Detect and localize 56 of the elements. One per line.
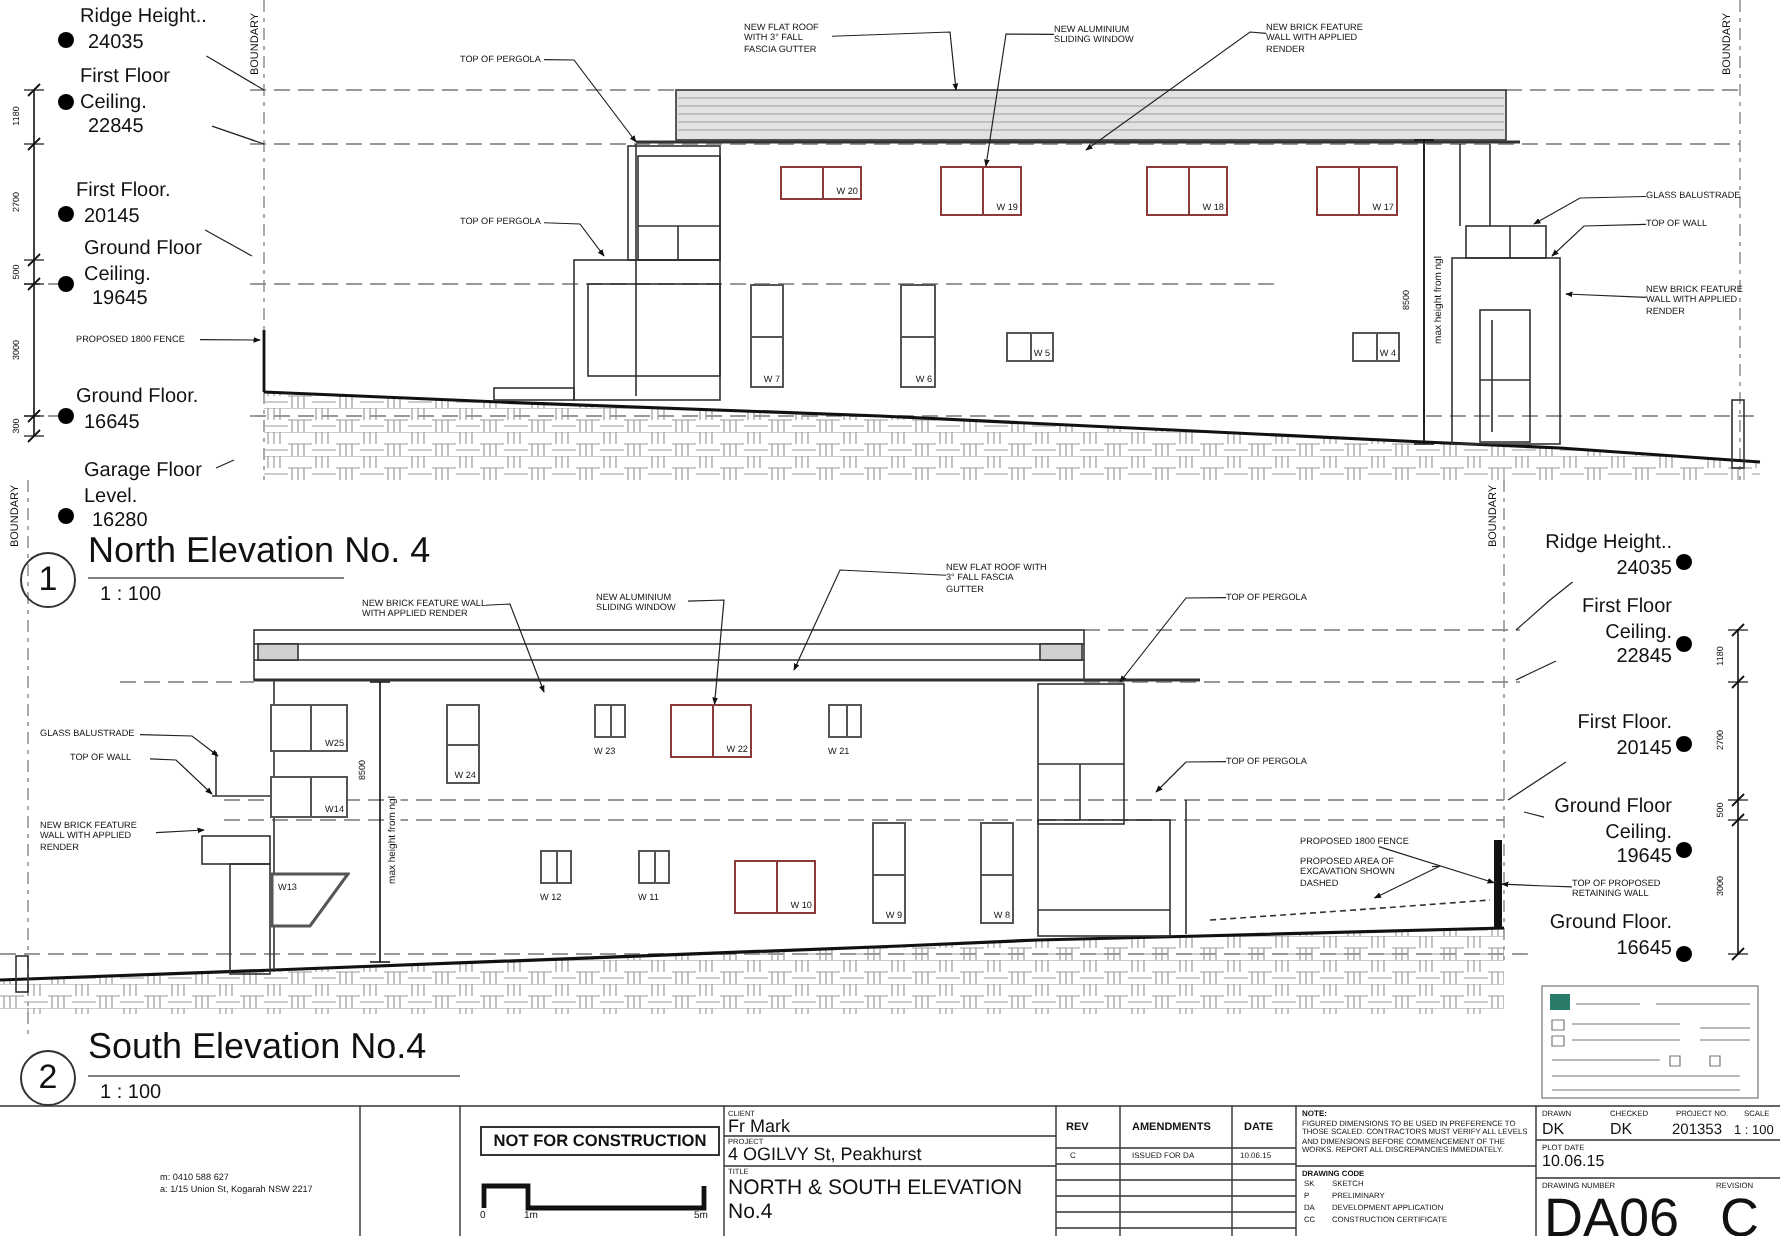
excavation-outline bbox=[1210, 898, 1490, 922]
leader-arrow bbox=[1119, 597, 1227, 683]
leader-arrow bbox=[793, 569, 947, 671]
leader-arrow bbox=[1085, 31, 1267, 151]
field-value: DK bbox=[1610, 1122, 1633, 1140]
leader-arrow bbox=[485, 603, 545, 693]
view-scale: 1 : 100 bbox=[100, 1082, 162, 1104]
leader-arrow bbox=[984, 33, 1055, 167]
field-value: 10.06.15 bbox=[1542, 1154, 1605, 1172]
leader-arrow bbox=[1533, 195, 1647, 225]
leader-line bbox=[1523, 811, 1545, 818]
level-tag: Ground Floor. 16645 bbox=[76, 386, 204, 436]
leader-line bbox=[205, 55, 265, 91]
fence-post bbox=[1494, 840, 1502, 928]
level-tag: Ground Floor Ceiling. 19645 bbox=[1544, 796, 1672, 871]
leader-line bbox=[1515, 581, 1574, 631]
leader-line bbox=[1515, 660, 1557, 681]
level-tag: First Floor. 20145 bbox=[76, 180, 244, 230]
leader-arrow bbox=[831, 31, 959, 91]
leader-arrow bbox=[687, 599, 725, 705]
drawing-number: DA06 bbox=[1544, 1190, 1680, 1236]
leader-arrow bbox=[155, 827, 205, 834]
leader-line bbox=[215, 459, 235, 469]
view-title: South Elevation No.4 bbox=[88, 1028, 427, 1068]
level-tag: Ridge Height.. 24035 bbox=[1536, 532, 1672, 582]
leader-arrow bbox=[543, 222, 605, 257]
level-tag: Ground Floor Ceiling. 19645 bbox=[84, 238, 220, 313]
level-tag: First Floor Ceiling. 22845 bbox=[1556, 596, 1672, 671]
leader-arrow bbox=[1373, 865, 1441, 899]
leader-arrow bbox=[1155, 761, 1227, 793]
field-value: NORTH & SOUTH ELEVATION No.4 bbox=[728, 1178, 1025, 1225]
revision-letter: C bbox=[1720, 1190, 1759, 1236]
leader-line bbox=[1507, 761, 1567, 801]
leader-arrow bbox=[1501, 881, 1573, 888]
field-value: 4 OGILVY St, Peakhurst bbox=[728, 1146, 922, 1166]
leader-arrow bbox=[149, 758, 213, 795]
level-tag: Ridge Height.. 24035 bbox=[80, 6, 248, 56]
view-number-circle: 2 bbox=[20, 1050, 76, 1106]
field-value: DK bbox=[1542, 1122, 1565, 1140]
view-title: North Elevation No. 4 bbox=[88, 532, 431, 572]
view-number-circle: 1 bbox=[20, 552, 76, 608]
level-tag: Garage Floor Level. 16280 bbox=[84, 460, 216, 535]
leader-arrow bbox=[543, 59, 637, 143]
level-tag: First Floor Ceiling. 22845 bbox=[80, 66, 212, 141]
leader-arrow bbox=[1565, 291, 1647, 298]
level-tag: First Floor. 20145 bbox=[1536, 712, 1672, 762]
leader-line bbox=[204, 229, 253, 257]
warning-stamp: NOT FOR CONSTRUCTION bbox=[480, 1126, 720, 1157]
leader-arrow bbox=[199, 337, 261, 343]
leader-line bbox=[211, 125, 265, 145]
view-scale: 1 : 100 bbox=[100, 584, 162, 606]
leader-arrow bbox=[1551, 223, 1647, 257]
leader-arrow bbox=[139, 734, 219, 757]
leader-arrow bbox=[1378, 845, 1495, 884]
level-tag: Ground Floor. 16645 bbox=[1536, 912, 1672, 962]
field-value: Fr Mark bbox=[728, 1118, 790, 1138]
